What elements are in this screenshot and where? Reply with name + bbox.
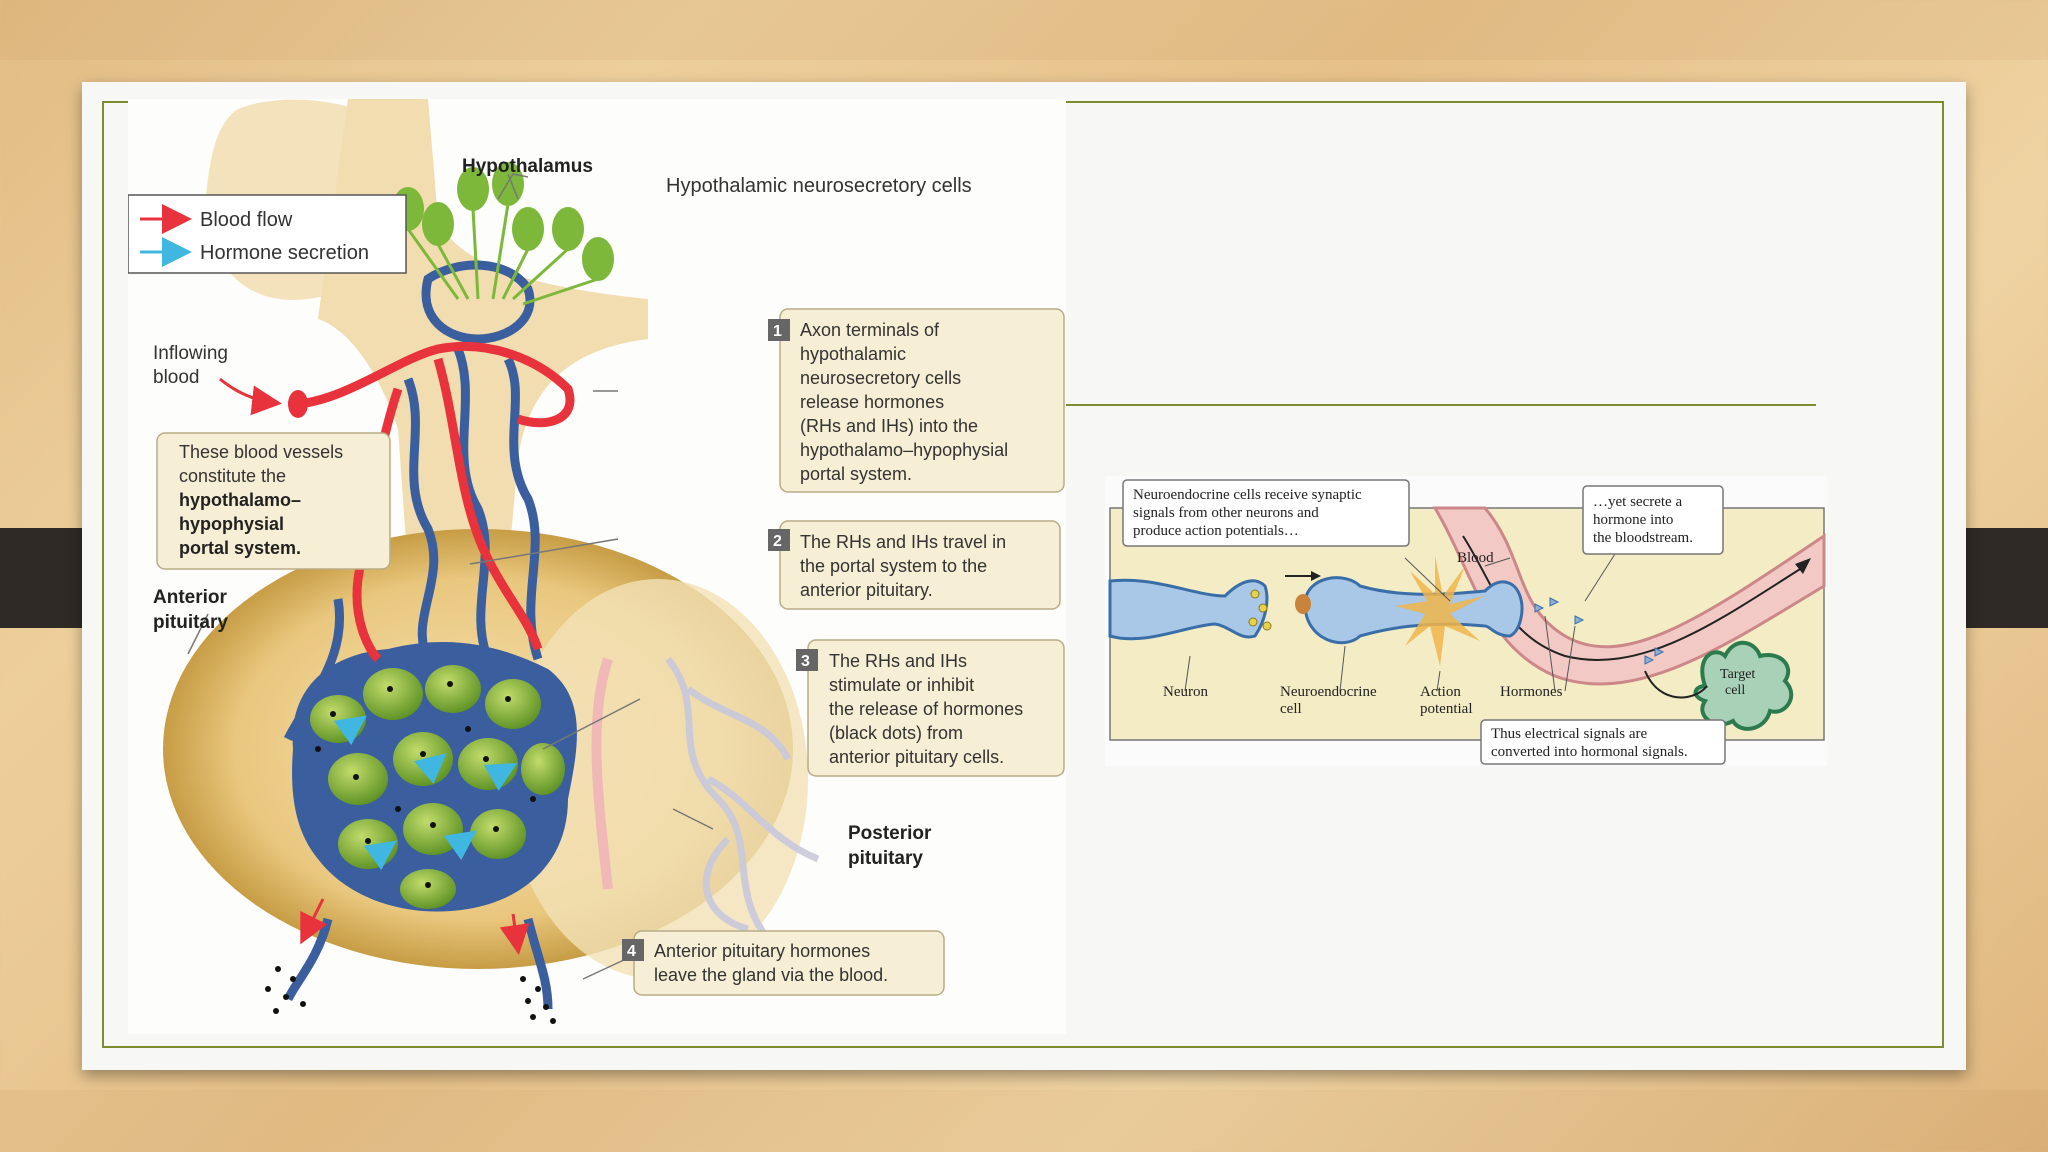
pituitary-portal-diagram: Blood flow Hormone secretion Hypothalamu… xyxy=(127,99,1066,1034)
callout-secrete-line: …yet secrete a xyxy=(1593,494,1682,510)
callout-synaptic-box xyxy=(1122,479,1410,547)
inflowing-vessel-end xyxy=(288,390,308,418)
posterior-artery xyxy=(591,657,613,890)
label-hypothalamus: Hypothalamus xyxy=(462,156,593,177)
legend-hormone-secretion: Hormone secretion xyxy=(200,242,369,264)
step1-text: Axon terminals of hypothalamic neurosecr… xyxy=(800,320,1008,484)
divider-line xyxy=(1066,404,1816,406)
step3-text: The RHs and IHs stimulate or inhibit the… xyxy=(829,651,1023,767)
portal-note-line4: hypophysial xyxy=(179,514,284,534)
step1-line: hypothalamo–hypophysial xyxy=(800,440,1008,460)
step1-line: hypothalamic xyxy=(800,344,906,364)
neuroendocrine-illustration: Neuroendocrine cells receive synaptic si… xyxy=(1108,479,1826,765)
posterior-lobe xyxy=(508,579,808,979)
label-blood: blood xyxy=(153,367,200,388)
step1-badge xyxy=(768,319,790,341)
step2-text: The RHs and IHs travel in the portal sys… xyxy=(800,532,1006,600)
step4-text: Anterior pituitary hormones leave the gl… xyxy=(654,941,888,985)
presynaptic-neuron xyxy=(1108,578,1269,641)
portal-note-line2: constitute the xyxy=(179,466,286,486)
posterior-vessels xyxy=(665,656,820,942)
hormone-to-target-arrow xyxy=(1644,670,1708,699)
step4-number: 4 xyxy=(627,943,636,960)
portal-note-line3: hypothalamo– xyxy=(179,490,301,510)
released-hormone-dots xyxy=(265,966,556,1024)
label-action-potential: potential xyxy=(1420,701,1473,717)
callout-secrete-line: the bloodstream. xyxy=(1593,530,1693,546)
label-anterior: Anterior xyxy=(153,587,228,608)
synaptic-vesicles xyxy=(1248,589,1272,631)
step2-number: 2 xyxy=(773,533,782,550)
step3-line: anterior pituitary cells. xyxy=(829,747,1004,767)
blood-flow-arrowhead xyxy=(1795,558,1811,574)
callout-synaptic-line: signals from other neurons and xyxy=(1133,505,1319,521)
label-target: Target xyxy=(1720,667,1755,682)
pituitary-portal-illustration: Blood flow Hormone secretion Hypothalamu… xyxy=(127,99,1065,1024)
leader-lines xyxy=(187,173,714,980)
hormone-triangles xyxy=(1534,597,1665,665)
step2-line: anterior pituitary. xyxy=(800,580,933,600)
outflow-arrow-right xyxy=(499,913,530,955)
axons xyxy=(406,203,599,306)
target-cell xyxy=(1693,640,1794,731)
step1-line: (RHs and IHs) into the xyxy=(800,416,978,436)
right-leader-lines xyxy=(1184,553,1616,692)
step2-line: The RHs and IHs travel in xyxy=(800,532,1006,552)
label-posterior: Posterior xyxy=(848,823,932,844)
callout-secrete-box xyxy=(1582,485,1724,555)
label-neuron: Neuron xyxy=(1163,684,1208,700)
signal-arrowhead xyxy=(1311,571,1321,581)
wood-grain-band xyxy=(0,1090,2048,1152)
callout-secrete-line: hormone into xyxy=(1593,512,1673,528)
inflowing-arrow xyxy=(219,377,282,416)
portal-note-box xyxy=(156,432,391,570)
callout-synaptic-line: Neuroendocrine cells receive synaptic xyxy=(1133,487,1362,503)
label-blood-vessel: Blood xyxy=(1457,550,1494,566)
step3-line: The RHs and IHs xyxy=(829,651,967,671)
label-target-cell: cell xyxy=(1725,683,1745,698)
step1-number: 1 xyxy=(773,323,782,340)
callout-converted-line: converted into hormonal signals. xyxy=(1491,744,1688,760)
step3-badge xyxy=(796,649,818,671)
step4-badge xyxy=(622,939,644,961)
hormone-secretion-arrows xyxy=(333,715,518,871)
step3-box xyxy=(807,639,1065,777)
label-pituitary-posterior: pituitary xyxy=(848,848,923,869)
label-action: Action xyxy=(1420,684,1461,700)
step4-box xyxy=(633,930,945,996)
portal-note-line5: portal system. xyxy=(179,538,301,558)
label-hormones: Hormones xyxy=(1500,684,1563,700)
step1-box xyxy=(779,308,1065,493)
label-neuroendocrine-cell: cell xyxy=(1280,701,1302,717)
step2-box xyxy=(779,520,1061,610)
step3-line: (black dots) from xyxy=(829,723,963,743)
portal-note-line1: These blood vessels xyxy=(179,442,343,462)
step3-line: stimulate or inhibit xyxy=(829,675,974,695)
legend-blood-flow: Blood flow xyxy=(200,209,293,231)
callout-synaptic-line: produce action potentials… xyxy=(1133,523,1299,539)
outflow-arrow-left xyxy=(300,898,328,945)
label-neuroendocrine: Neuroendocrine xyxy=(1280,684,1377,700)
step1-line: release hormones xyxy=(800,392,944,412)
wood-grain-band xyxy=(0,0,2048,60)
action-potential-burst xyxy=(1395,556,1485,666)
step2-badge xyxy=(768,529,790,551)
step4-line: Anterior pituitary hormones xyxy=(654,941,870,961)
label-pituitary-anterior: pituitary xyxy=(153,612,228,633)
step1-line: portal system. xyxy=(800,464,912,484)
label-neurosecretory-cells: Hypothalamic neurosecretory cells xyxy=(666,175,972,197)
step4-line: leave the gland via the blood. xyxy=(654,965,888,985)
step3-line: the release of hormones xyxy=(829,699,1023,719)
neuroendocrine-diagram: Neuroendocrine cells receive synaptic si… xyxy=(1105,476,1827,766)
step1-line: neurosecretory cells xyxy=(800,368,961,388)
callout-converted-box xyxy=(1480,719,1726,765)
synapse-receptor xyxy=(1295,594,1311,614)
step2-line: the portal system to the xyxy=(800,556,987,576)
step3-number: 3 xyxy=(801,653,810,670)
label-inflowing: Inflowing xyxy=(153,343,228,364)
callout-converted-line: Thus electrical signals are xyxy=(1491,726,1648,742)
step1-line: Axon terminals of xyxy=(800,320,940,340)
